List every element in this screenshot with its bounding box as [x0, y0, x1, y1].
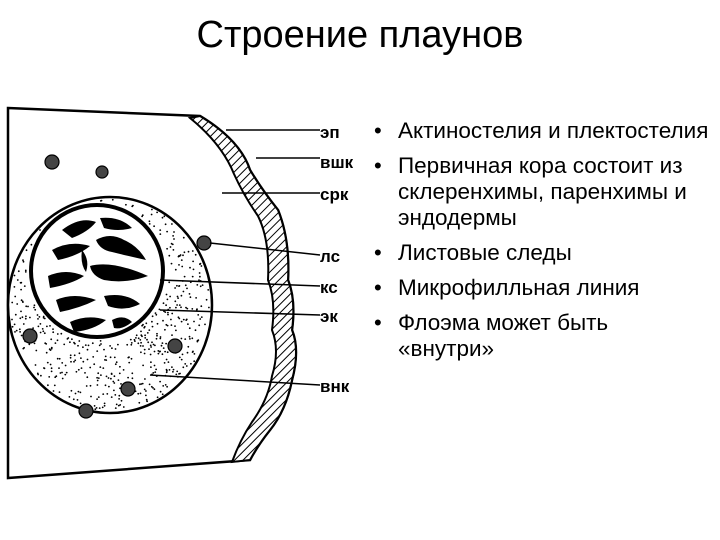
bullet-item: • Флоэма может быть «внутри»	[370, 310, 710, 362]
label-ls: лс	[320, 247, 340, 266]
bullet-icon: •	[374, 275, 382, 300]
bullet-text: Флоэма может быть «внутри»	[398, 310, 609, 361]
page-title: Строение плаунов	[196, 14, 524, 56]
bullet-icon: •	[374, 153, 382, 178]
label-vnk: внк	[320, 377, 350, 396]
label-ks: кс	[320, 278, 338, 297]
bullet-icon: •	[374, 240, 382, 265]
leaf-traces	[22, 154, 212, 419]
label-ek: эк	[320, 307, 338, 326]
stem-cross-section-diagram: эп вшк срк лс кс эк внк	[6, 106, 354, 480]
bullet-item: • Первичная кора состоит из склеренхимы, …	[370, 153, 710, 231]
bullet-item: • Актиностелия и плектостелия	[370, 118, 710, 144]
bullet-icon: •	[374, 310, 382, 335]
label-pointers	[149, 129, 321, 386]
bullet-item: • Листовые следы	[370, 240, 710, 266]
bullet-text: Микрофилльная линия	[398, 275, 640, 300]
bullet-text: Актиностелия и плектостелия	[398, 118, 709, 143]
label-srk: срк	[320, 185, 349, 204]
bullet-list: • Актиностелия и плектостелия • Первичная …	[370, 118, 710, 371]
bullet-icon: •	[374, 118, 382, 143]
label-ep: эп	[320, 123, 340, 142]
bullet-item: • Микрофилльная линия	[370, 275, 710, 301]
bullet-text: Первичная кора состоит из склеренхимы, п…	[398, 153, 687, 230]
label-vshk: вшк	[320, 153, 354, 172]
central-stele	[29, 203, 165, 339]
bullet-text: Листовые следы	[398, 240, 572, 265]
